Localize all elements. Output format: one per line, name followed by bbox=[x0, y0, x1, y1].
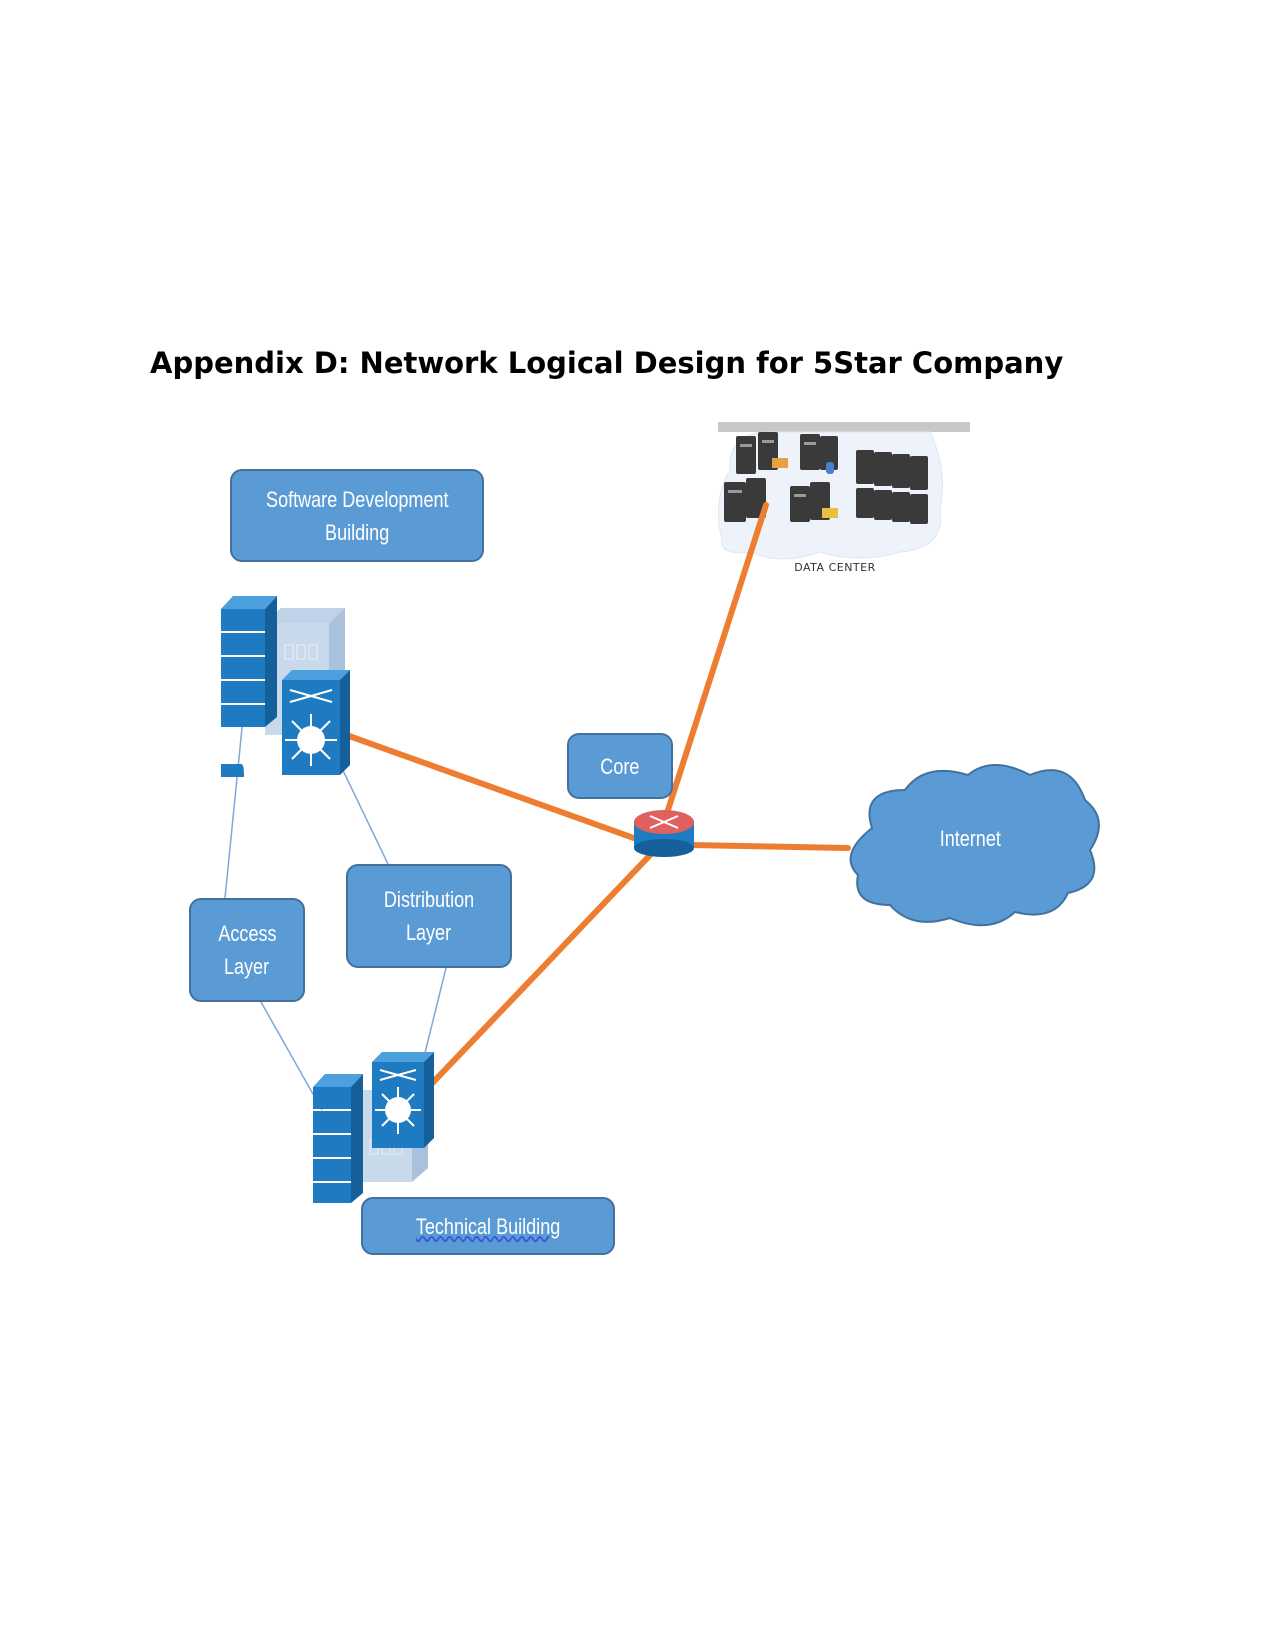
backbone-links bbox=[335, 502, 851, 1099]
access-line1: Access bbox=[217, 921, 277, 946]
data-center-graphic bbox=[717, 422, 970, 560]
data-center-label: DATA CENTER bbox=[794, 561, 876, 574]
distribution-layer-label: Distribution Layer bbox=[346, 864, 512, 968]
distribution-connector-top bbox=[337, 759, 389, 865]
link-core-to-technical bbox=[417, 849, 656, 1099]
link-core-to-internet bbox=[687, 842, 851, 851]
technical-building-label: Technical Building bbox=[361, 1197, 615, 1255]
link-core-to-datacenter bbox=[665, 502, 769, 813]
access-connector-bottom bbox=[260, 1001, 323, 1111]
software-building-multilayer-switch-icon bbox=[282, 670, 350, 775]
distribution-connector-bottom bbox=[421, 967, 447, 1066]
access-layer-label: Access Layer bbox=[189, 898, 305, 1002]
software-building-line1: Software Development bbox=[265, 486, 449, 512]
distribution-line2: Layer bbox=[406, 920, 452, 945]
core-label: Core bbox=[567, 733, 673, 799]
technical-building-multilayer-switch-icon bbox=[372, 1052, 434, 1148]
page-title: Appendix D: Network Logical Design for 5… bbox=[150, 346, 1064, 380]
access-connector-top bbox=[224, 717, 244, 899]
internet-label: Internet bbox=[890, 826, 1050, 852]
link-software-to-core bbox=[335, 729, 648, 845]
access-line2: Layer bbox=[224, 954, 270, 979]
technical-building-text: Technical Building bbox=[415, 1213, 561, 1239]
software-development-building-label: Software Development Building bbox=[230, 469, 484, 562]
internet-text: Internet bbox=[939, 826, 1001, 851]
software-building-line2: Building bbox=[324, 519, 390, 545]
distribution-line1: Distribution bbox=[383, 887, 475, 912]
core-text: Core bbox=[600, 753, 640, 779]
internet-cloud bbox=[849, 764, 1100, 927]
core-router-icon bbox=[634, 810, 694, 857]
